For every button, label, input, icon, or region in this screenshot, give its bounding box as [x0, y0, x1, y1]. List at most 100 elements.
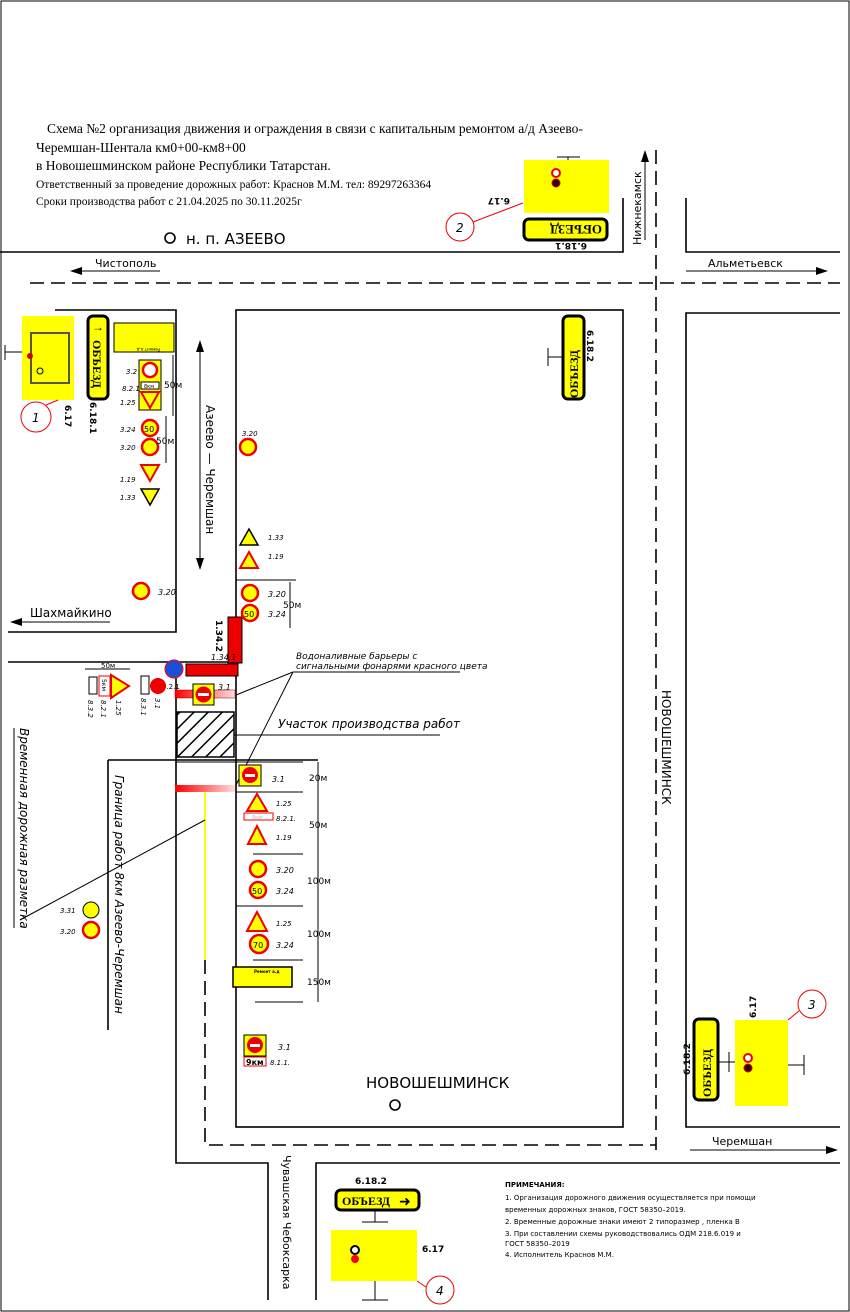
distance-label: 100м — [307, 930, 331, 940]
sign-3-20-no-overtaking — [248, 859, 268, 879]
arrow-up-icon — [641, 150, 649, 162]
arrow-icon: → — [92, 320, 104, 334]
direction-nizhnekamsk: Нижнекамск — [631, 171, 644, 245]
sign-code-label: 3.31 — [60, 907, 76, 915]
direction-almetyevsk: Альметьевск — [708, 257, 783, 270]
sign-code-label: 3.20 — [242, 430, 258, 438]
sign-3-31-end-restrictions — [82, 901, 100, 919]
callout-3: 3 — [808, 998, 816, 1012]
arrow-right-icon — [826, 1146, 838, 1154]
sign-code-label: 6.17 — [488, 195, 510, 205]
sign-code-label: 3.20 — [158, 588, 176, 597]
sign-6-17-scheme-2 — [524, 160, 609, 213]
sign-8-2-1 — [140, 381, 160, 390]
sign-value-label: 70 — [253, 941, 263, 950]
distance-label: 50м — [156, 437, 174, 447]
callout-1: 1 — [32, 411, 40, 425]
note-line: 2. Временные дорожные знаки имеют 2 типо… — [505, 1218, 740, 1226]
distance-label: 50м — [283, 601, 301, 611]
callout-4-circle — [425, 1275, 455, 1305]
column-signs: 3.20 1.33 1.19 3.20 50 3.24 50м 3.1 20м … — [60, 430, 331, 1067]
arrow-icon: ➜ — [399, 1195, 411, 1210]
sign-code-label: 3.24 — [276, 887, 294, 896]
sign-code-label: 3.1 — [218, 683, 231, 692]
sign-6-18-2-detour — [692, 1017, 720, 1102]
detour-sign-group-3: ОБЪЕЗД 6.18.2 6.17 3 — [683, 989, 827, 1106]
sign-code-label: 1.25 — [276, 800, 292, 808]
sign-3-1-no-entry-small — [150, 678, 166, 694]
direction-chistopol: Чистополь — [95, 257, 156, 270]
sign-8-3-2 — [88, 676, 98, 695]
notes: ПРИМЕЧАНИЯ: 1. Организация дорожного дви… — [505, 1181, 756, 1259]
distance-label: 150м — [307, 978, 331, 988]
sign-code-label: 6.17 — [749, 996, 759, 1018]
sign-code-label: 6.18.2 — [355, 1177, 387, 1187]
sign-code-label: 3.24 — [120, 426, 136, 434]
sign-code-label: 1.33 — [268, 534, 284, 542]
sign-code-label: 6.18.1 — [87, 402, 97, 434]
title-line-2: Черемшан-Шентала км0+00-км8+00 — [36, 140, 246, 155]
left-signs: 6.17 ОБЪЕЗД → 6.18.1 Ремонт а.д 3.2 8км … — [4, 314, 182, 601]
title-line-1: Схема №2 организация движения и огражден… — [47, 121, 583, 136]
sign-value-label: 8км — [144, 384, 154, 390]
sign-4-2-1-keep-left — [164, 659, 184, 679]
arrow-left-icon — [10, 618, 22, 626]
sign-code-label: 1.25 — [120, 399, 136, 407]
sign-1-34-2-chevron — [227, 616, 243, 664]
sign-value-label: 50 — [244, 610, 254, 619]
sign-3-20-no-overtaking — [131, 581, 151, 601]
sign-1-33-other-danger — [238, 527, 260, 546]
sign-3-24-speed-limit — [248, 933, 270, 955]
distance-label: 50м — [101, 662, 115, 670]
sign-code-label: 8.3.2 — [86, 700, 94, 718]
sign-3-20-no-overtaking — [240, 583, 260, 603]
sign-value-label: 50 — [144, 425, 154, 434]
detour-sign-group-2: 6.17 ОБЪЕЗД 6.18.1 2 ОБЪЕЗД 6.18.2 — [445, 156, 609, 401]
sign-code-label: 6.17 — [62, 405, 72, 427]
sign-1-33-other-danger — [139, 488, 161, 507]
road-label-novosheshminsk: НОВОШЕШМИНСК — [659, 690, 673, 805]
direction-cheremshan: Черемшан — [712, 1135, 772, 1148]
sign-3-24-speed-limit — [248, 880, 268, 900]
place-azeevo: н. п. АЗЕЕВО — [186, 230, 286, 248]
arrow-right-icon — [816, 267, 828, 275]
block-novosheshminsk — [235, 309, 624, 1128]
work-area-hatch — [176, 711, 235, 758]
sign-3-20-no-overtaking — [81, 920, 101, 940]
sign-code-label: 1.19 — [268, 553, 284, 561]
detour-label: ОБЪЕЗД — [342, 1194, 391, 1208]
callout-3-circle — [797, 989, 827, 1019]
work-border-label: Граница работ 8км Азеево-Черемшан — [112, 775, 126, 1014]
arrow-left-icon — [70, 267, 82, 275]
sign-8-1-1 — [243, 1056, 267, 1067]
note-line: 3. При составлении схемы руководствовали… — [505, 1230, 741, 1238]
sign-code-label: 6.18.2 — [584, 330, 594, 362]
sign-6-17-scheme-4 — [331, 1230, 417, 1281]
detour-label: ОБЪЕЗД — [700, 1048, 714, 1097]
sign-3-2-no-traffic — [141, 361, 159, 379]
sign-value-label: 50 — [252, 887, 262, 896]
settlement-marker-novosheshminsk — [389, 1099, 401, 1111]
sign-code-label: 1.25 — [276, 920, 292, 928]
callout-2-circle — [445, 212, 475, 242]
settlement-marker-azeevo — [164, 232, 176, 244]
sign-6-18-1-detour — [86, 314, 110, 401]
sign-code-label: 1.34.2 — [213, 620, 223, 652]
sign-code-label: 3.24 — [276, 941, 294, 950]
water-barrier-bottom — [175, 785, 235, 792]
place-novosheshminsk: НОВОШЕШМИНСК — [366, 1074, 510, 1092]
work-zone-label: Участок производства работ — [278, 717, 461, 731]
callout-1-circle — [20, 401, 52, 433]
sign-8-3-1 — [140, 675, 150, 695]
callout-4: 4 — [436, 1284, 444, 1298]
sign-code-label: 8.2.1 — [99, 700, 107, 718]
sign-3-24-speed-limit — [240, 603, 260, 623]
sign-code-label: 3.1 — [153, 698, 161, 709]
sign-code-label: 1.33 — [120, 494, 136, 502]
sign-code-label: 3.1 — [272, 775, 285, 784]
distance-label: 100м — [307, 877, 331, 887]
sign-1-19-narrowing — [246, 823, 268, 845]
notes-title: ПРИМЕЧАНИЯ: — [505, 1181, 565, 1189]
